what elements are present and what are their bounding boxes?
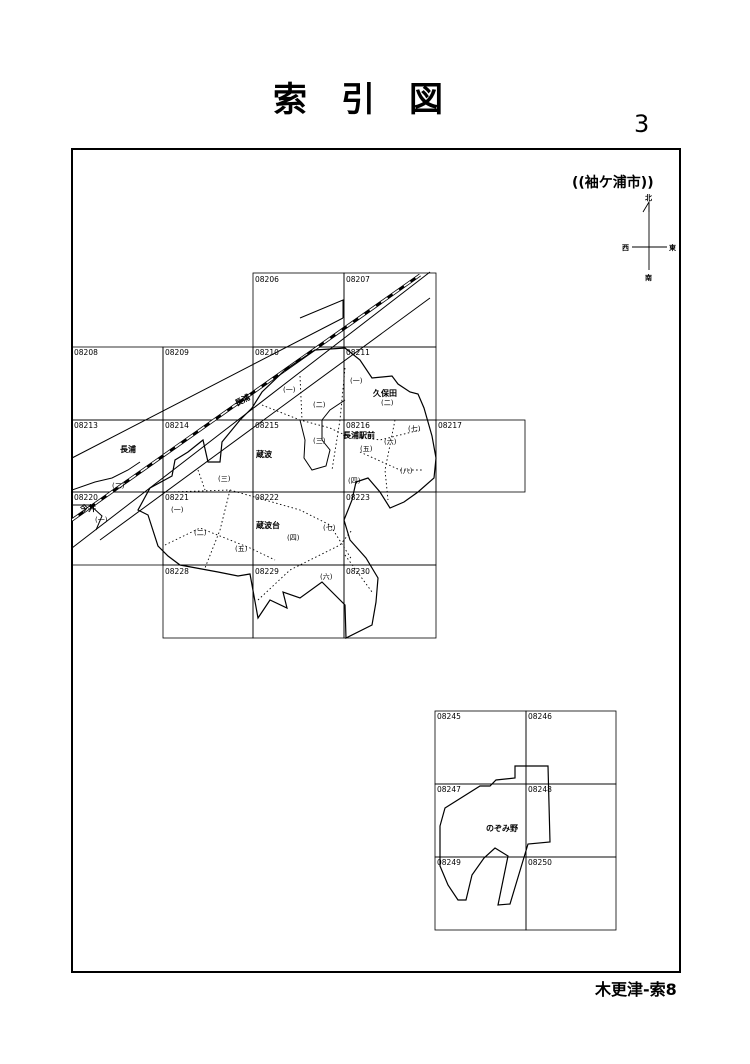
tile-labels: 08206 08207 08208 08209 08210 08211 0821… [74,275,552,867]
tile-label: 08217 [438,421,462,430]
tile-label: 08211 [346,348,370,357]
tile-label: 08209 [165,348,189,357]
chome-label: (六) [320,572,333,581]
chome-label: (三) [313,437,326,445]
compass: 北 南 東 西 [622,193,677,282]
chome-label: (二) [381,399,394,407]
tile-label: 08246 [528,712,552,721]
city-name: ((袖ケ浦市)) [572,174,654,191]
chome-label: (一) [350,377,363,385]
tile-label: 08249 [437,858,461,867]
compass-south: 南 [645,273,652,282]
tile-label: 08206 [255,275,279,284]
chome-label: (二) [313,401,326,409]
page-number: 3 [634,110,650,138]
nozomino-boundary [439,765,551,906]
place-name: 久保田 [372,388,397,398]
page-title: 索引図 [273,80,477,120]
tile-grid-upper [71,272,526,639]
compass-west: 西 [622,244,629,252]
chome-label: (四) [287,534,300,542]
tile-label: 08229 [255,567,279,576]
place-name: 蔵波台 [255,520,280,530]
chome-label: (二) [194,529,207,537]
chome-boundaries [164,367,424,601]
tile-label: 08245 [437,712,461,721]
tile-label: 08230 [346,567,370,576]
tile-label: 08220 [74,493,98,502]
tile-label: 08250 [528,858,552,867]
place-name: 長浦駅前 [343,430,375,440]
district-boundary [137,347,437,639]
west-boundary [72,461,141,531]
chome-label: (五) [235,545,248,553]
tile-label: 08248 [528,785,552,794]
north-arrow-icon [642,200,650,213]
tile-label: 08207 [346,275,370,284]
compass-east: 東 [669,243,677,252]
chome-label: (七) [408,424,421,433]
tile-label: 08210 [255,348,279,357]
tile-label: 08208 [74,348,98,357]
tile-label: 08222 [255,493,279,502]
place-name: 長浦 [120,444,136,454]
chome-label: (一) [171,506,184,514]
chome-label: (四) [348,477,361,485]
chome-label: (七) [323,523,336,532]
compass-north: 北 [645,193,652,202]
tile-grid-lower [434,710,617,931]
tile-label: 08215 [255,421,279,430]
tile-label: 08221 [165,493,189,502]
chome-label: (五) [360,445,373,453]
chome-label: (一) [283,386,296,394]
place-name: 蔵波 [255,449,273,459]
chome-label: (二) [112,482,125,490]
tile-label: 08214 [165,421,189,430]
chome-label: (一) [95,516,108,524]
chome-label: (八) [400,467,413,475]
inner-boundary [299,399,346,471]
tile-label: 08247 [437,785,461,794]
chome-label: (三) [218,475,231,483]
chome-label: (六) [384,437,397,446]
tile-label: 08213 [74,421,98,430]
place-names: 長浦 長浦 久保田 長浦駅前 蔵波 蔵波台 今井 のぞみ野 [79,388,518,833]
tile-label: 08216 [346,421,370,430]
railway [72,271,431,549]
tile-label: 08228 [165,567,189,576]
footer-code: 木更津-索8 [595,980,677,999]
tile-label: 08223 [346,493,370,502]
place-name: のぞみ野 [486,824,518,833]
place-name: 今井 [79,503,96,513]
chome-labels: (一) (二) (三) (一) (二) (三) (七) (六) (五) (八) … [95,377,421,581]
